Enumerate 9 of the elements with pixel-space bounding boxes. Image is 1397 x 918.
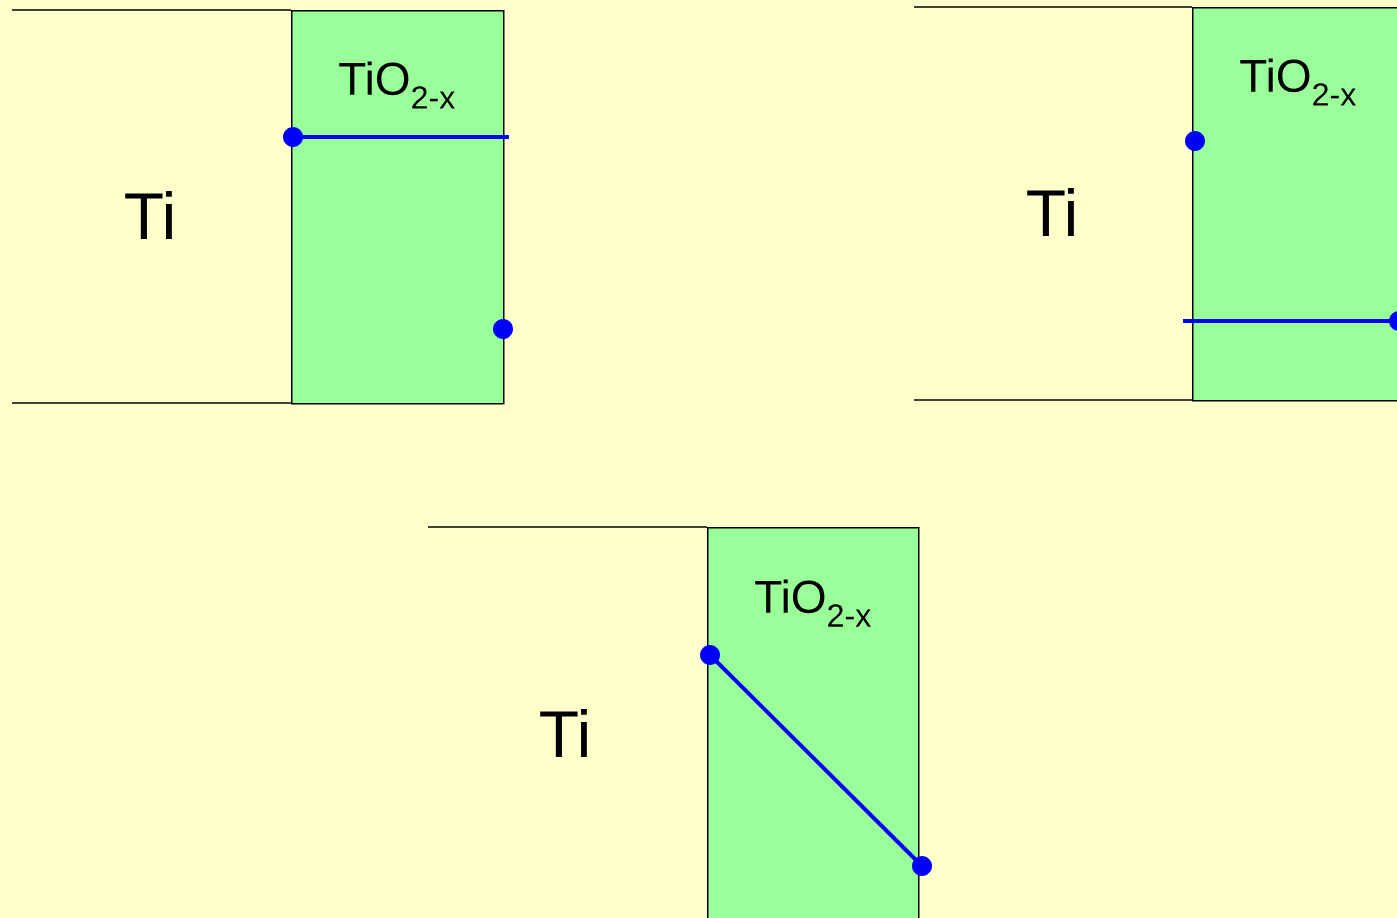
oxide-layer-box — [707, 527, 920, 918]
material-label: Ti — [540, 709, 587, 757]
layer-label: TiO$_{2-x}$ — [1240, 58, 1356, 106]
material-label: Ti — [125, 191, 172, 239]
layer-label: TiO$_{2-x}$ — [755, 579, 871, 627]
oxide-layer-box — [291, 10, 505, 405]
layer-label: TiO$_{2-x}$ — [339, 61, 455, 109]
oxide-layer-box — [1192, 7, 1397, 402]
material-label: Ti — [1027, 188, 1074, 236]
